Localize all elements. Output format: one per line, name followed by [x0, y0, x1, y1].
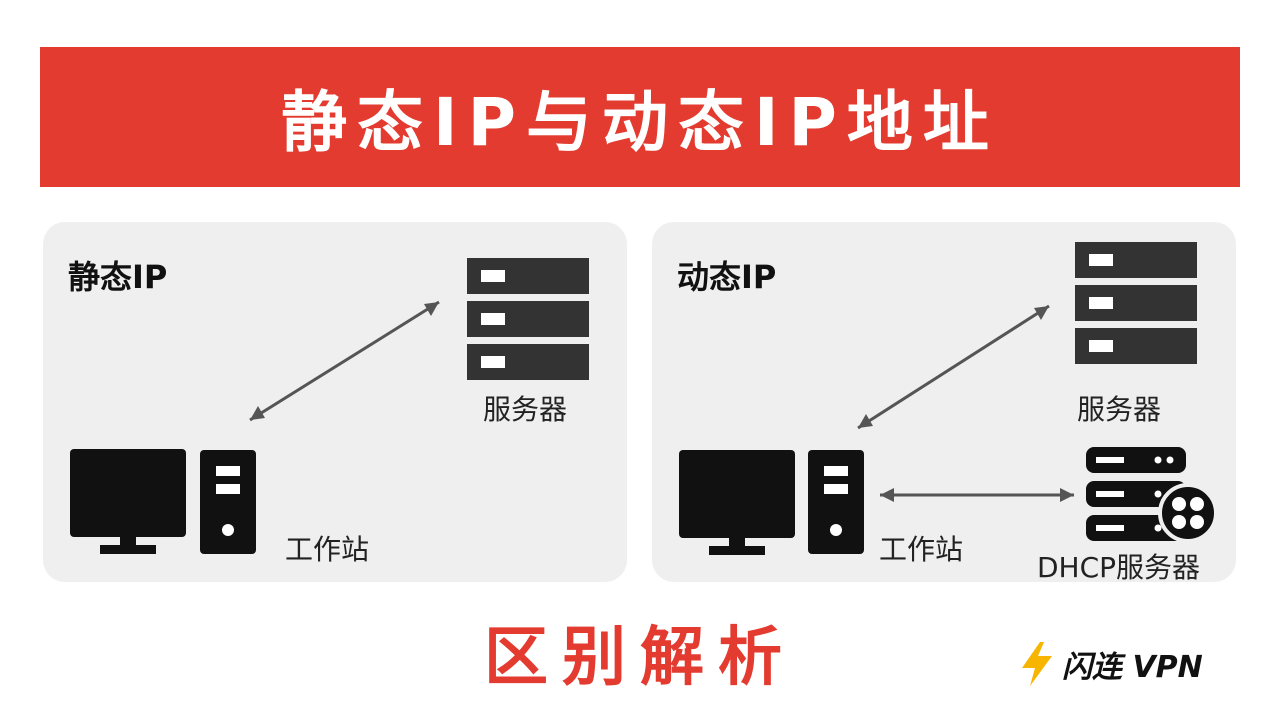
- footer-title: 区别解析: [484, 621, 796, 695]
- brand-logo: 闪连 VPN: [1020, 640, 1203, 688]
- server-label: 服务器: [1077, 393, 1162, 426]
- page-title: 静态IP与动态IP地址: [281, 84, 999, 161]
- dynamic-connection-arrows: [857, 304, 1074, 502]
- static-ip-title: 静态IP: [68, 258, 168, 296]
- static-ip-panel: 静态IP 服务器 工作站: [43, 222, 627, 582]
- dhcp-server-icon: [1086, 447, 1216, 543]
- workstation-label: 工作站: [879, 533, 964, 566]
- server-icon: [467, 258, 589, 380]
- server-label: 服务器: [483, 393, 568, 426]
- brand-name: 闪连 VPN: [1062, 650, 1203, 685]
- server-icon: [1075, 242, 1197, 364]
- pc-tower-icon: [808, 450, 864, 554]
- lightning-bolt-icon: [1022, 642, 1052, 686]
- pc-tower-icon: [200, 450, 256, 554]
- dhcp-server-label: DHCP服务器: [1037, 551, 1201, 584]
- dynamic-ip-title: 动态IP: [677, 258, 777, 296]
- monitor-icon: [70, 449, 186, 554]
- dynamic-ip-panel: 动态IP 服务器 工作站: [652, 222, 1236, 584]
- static-connection-arrow: [249, 300, 440, 422]
- workstation-label: 工作站: [285, 533, 370, 566]
- monitor-icon: [679, 450, 795, 555]
- title-banner: 静态IP与动态IP地址: [40, 47, 1240, 187]
